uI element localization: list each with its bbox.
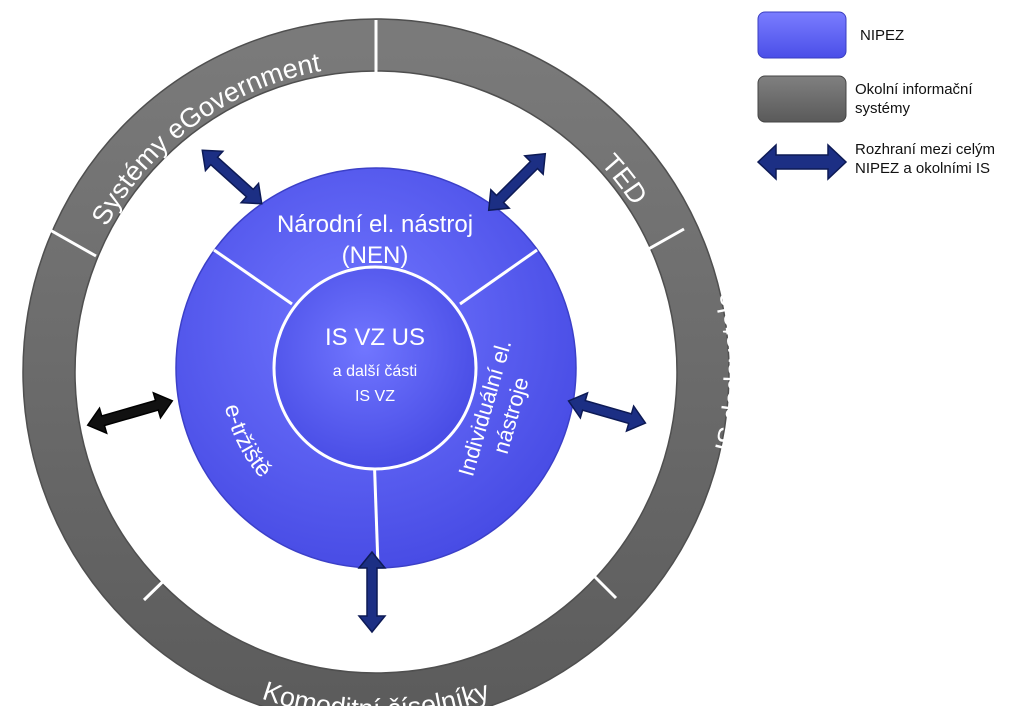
arrow-is-zadavatele	[86, 391, 174, 435]
national-tool-abbr: (NEN)	[342, 242, 409, 269]
interface-arrows	[86, 149, 647, 634]
legend: NIPEZ Okolní informační systémy Rozhraní…	[756, 11, 996, 181]
core-circle: IS VZ US a další části IS VZ	[272, 265, 478, 471]
legend-swatch-okolni	[757, 75, 847, 123]
arrow-komoditni	[357, 550, 387, 634]
nipez-divider	[372, 451, 380, 567]
arrow-is-dodavatele	[567, 391, 647, 433]
legend-label-rozhrani: Rozhraní mezi celým NIPEZ a okolními IS	[855, 141, 996, 177]
arrow-egovernment	[201, 149, 263, 205]
ring-divider	[578, 560, 618, 600]
nipez-divider	[459, 248, 538, 306]
ring-divider	[635, 227, 685, 258]
outer-ring-edge	[22, 18, 730, 706]
legend-label-rozhrani-wrap: Rozhraní mezi celým NIPEZ a okolními IS	[855, 141, 996, 177]
arrow-ted	[487, 152, 547, 212]
ring-divider	[49, 228, 97, 258]
legend-label-nipez: NIPEZ	[860, 27, 904, 44]
ring-divider	[142, 561, 184, 602]
legend-label-okolni-wrap: Okolní informační systémy	[855, 81, 973, 117]
legend-label-okolni: Okolní informační systémy	[855, 81, 973, 117]
national-tool-label: Národní el. nástroj	[277, 211, 473, 238]
core-disc	[272, 265, 478, 471]
core-line2: IS VZ	[355, 388, 395, 405]
legend-swatch-nipez	[757, 11, 847, 59]
legend-swatch-arrow	[756, 143, 848, 181]
core-line1: a další části	[333, 363, 417, 380]
nipez-divider	[213, 248, 293, 306]
core-title: IS VZ US	[325, 324, 425, 351]
